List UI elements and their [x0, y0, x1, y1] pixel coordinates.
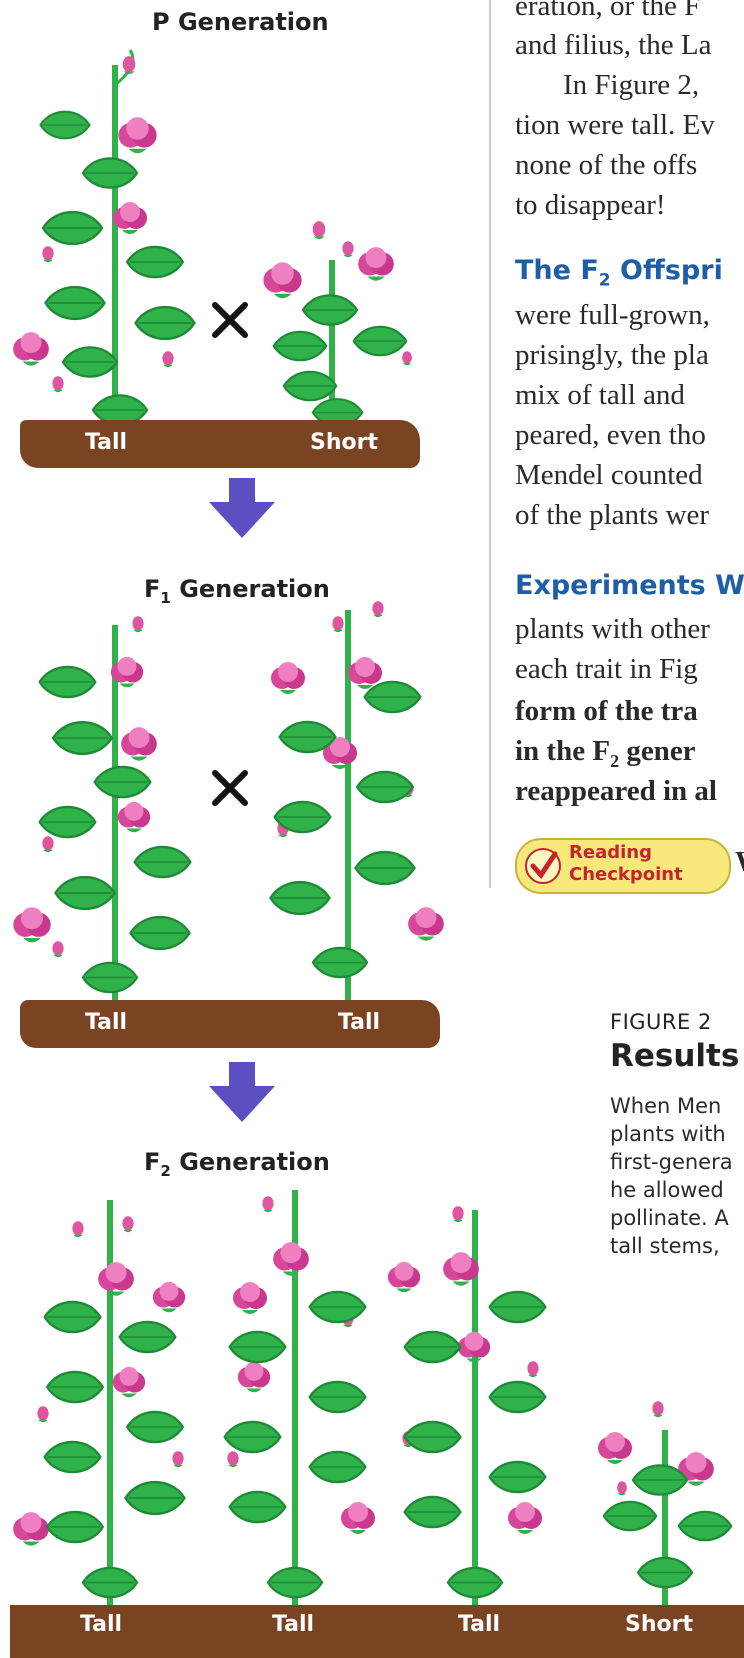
body-line: Mendel counted: [515, 457, 703, 493]
short-pea-plant-f2: [595, 1400, 744, 1620]
tall-pea-plant-f1-right: [250, 600, 450, 1010]
reading-checkpoint-badge: Reading Checkpoint: [515, 838, 731, 894]
body-line: eration, or the F: [515, 0, 700, 24]
tall-label: Tall: [272, 1612, 314, 1637]
cross-icon: [210, 768, 250, 808]
column-divider: [489, 0, 491, 888]
bold-line: in the F2 gener: [515, 735, 696, 772]
caption-line: pollinate. A: [610, 1204, 729, 1232]
figure-title: Results: [610, 1038, 739, 1074]
body-line: of the plants wer: [515, 497, 709, 533]
caption-line: plants with: [610, 1120, 726, 1148]
short-label: Short: [310, 430, 378, 455]
body-line: and filius, the La: [515, 27, 712, 63]
short-pea-plant-p: [260, 220, 420, 450]
bold-line: form of the tra: [515, 695, 698, 728]
tall-label: Tall: [80, 1612, 122, 1637]
body-line: were full-grown,: [515, 297, 710, 333]
body-line: to disappear!: [515, 187, 666, 223]
down-arrow-icon: [207, 478, 277, 540]
f1-title-sub: 1: [160, 589, 170, 607]
f2-title-sub: 2: [160, 1162, 170, 1180]
p-generation-title: P Generation: [152, 8, 329, 36]
cross-icon: [210, 300, 250, 340]
body-line: In Figure 2,: [563, 67, 699, 103]
caption-line: first-genera: [610, 1148, 733, 1176]
short-label: Short: [625, 1612, 693, 1637]
f2-title-prefix: F: [144, 1148, 160, 1176]
caption-line: tall stems,: [610, 1232, 720, 1260]
bold-line-suffix: gener: [619, 735, 696, 767]
body-line: plants with other: [515, 611, 710, 647]
heading-sub: 2: [599, 270, 611, 290]
body-line: mix of tall and: [515, 377, 685, 413]
tall-pea-plant-p: [10, 45, 220, 455]
f1-title-suffix: Generation: [171, 575, 330, 603]
f2-generation-title: F2 Generation: [144, 1148, 330, 1180]
body-line: peared, even tho: [515, 417, 706, 453]
bold-sub: 2: [610, 751, 619, 771]
caption-line: When Men: [610, 1092, 721, 1120]
f1-title-prefix: F: [144, 575, 160, 603]
figure-label: FIGURE 2: [610, 1010, 712, 1034]
tall-label: Tall: [85, 1010, 127, 1035]
tall-label: Tall: [85, 430, 127, 455]
body-line: prisingly, the pla: [515, 337, 709, 373]
down-arrow-icon: [207, 1062, 277, 1124]
checkpoint-text: Reading Checkpoint: [569, 842, 683, 886]
checkpoint-question: W: [735, 846, 744, 879]
tall-pea-plant-f2-3: [385, 1200, 565, 1620]
body-line: each trait in Fig: [515, 651, 698, 687]
tall-pea-plant-f2-2: [210, 1180, 390, 1620]
checkmark-icon: [523, 846, 563, 886]
checkpoint-line2: Checkpoint: [569, 864, 683, 886]
body-line: none of the offs: [515, 147, 697, 183]
tall-label: Tall: [458, 1612, 500, 1637]
section-heading-experiments: Experiments W: [515, 570, 744, 601]
checkpoint-line1: Reading: [569, 842, 683, 864]
body-line: tion were tall. Ev: [515, 107, 715, 143]
heading-prefix: The F: [515, 255, 599, 286]
tall-pea-plant-f2-1: [10, 1190, 210, 1620]
tall-label: Tall: [338, 1010, 380, 1035]
bold-line-part: in the F: [515, 735, 610, 767]
tall-pea-plant-f1-left: [10, 615, 220, 1015]
caption-line: he allowed: [610, 1176, 724, 1204]
heading-suffix: Offspri: [611, 255, 723, 286]
bold-line: reappeared in al: [515, 775, 717, 808]
f2-title-suffix: Generation: [171, 1148, 330, 1176]
section-heading-f2: The F2 Offspri: [515, 255, 723, 290]
